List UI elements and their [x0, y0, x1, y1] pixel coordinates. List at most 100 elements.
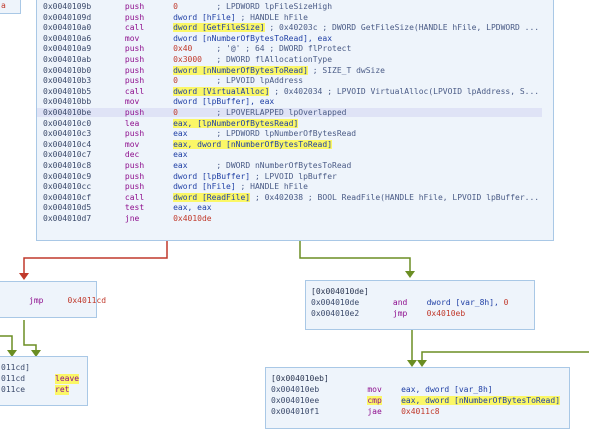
instruction-row[interactable]: 0x004010be push 0 ; LPOVERLAPPED lpOverl… [43, 108, 346, 118]
instruction-address: 0x004010d5 [43, 203, 92, 213]
operand[interactable]: eax [173, 161, 188, 170]
jmp-edge-right-arrowhead [407, 360, 417, 367]
comment: ; 0x402034 ; LPVOID VirtualAlloc(LPVOID … [269, 86, 540, 96]
jump-target[interactable]: 0x4011cd [67, 296, 107, 305]
mnemonic: push [124, 65, 145, 75]
comment: ; SIZE_T dwSize [307, 65, 385, 75]
comment: ; 0x40203c ; DWORD GetFileSize(HANDLE hF… [264, 23, 540, 33]
operand[interactable]: eax [173, 129, 188, 139]
operand[interactable]: eax, dword [nNumberOfBytesToRead] [401, 396, 561, 405]
mnemonic: push [124, 44, 145, 54]
operand[interactable]: 0x4010de [173, 214, 212, 223]
jmp-basic-block[interactable]: jmp 0x4011cd [0, 281, 106, 318]
false-branch-edge [23, 240, 168, 278]
instruction-row[interactable]: 0x004010c0 lea eax, [lpNumberOfBytesRead… [43, 118, 299, 129]
instruction-address: 0x004010a0 [43, 23, 92, 33]
operand[interactable]: eax, [lpNumberOfBytesRead] [173, 118, 299, 128]
operand[interactable]: eax, dword [var_8h] [401, 385, 493, 394]
comment: ; HANDLE hFile [235, 12, 308, 22]
instruction-row[interactable]: 0x004010b0 push dword [nNumberOfBytesToR… [43, 65, 385, 76]
selected-row-highlight [37, 108, 542, 117]
instruction-row[interactable]: 0x004010c9 push dword [lpBuffer] ; LPVOI… [43, 172, 337, 182]
operand[interactable]: 0 [173, 108, 178, 117]
block-0x004010de[interactable]: [0x004010de] 0x004010de and dword [var_8… [305, 280, 535, 330]
instruction-row[interactable]: 0x004010c3 push eax ; LPDWORD lpNumberOf… [43, 129, 356, 139]
operand[interactable]: 0 [503, 298, 509, 307]
operand[interactable]: dword [lpBuffer], eax [173, 97, 275, 107]
comment: ; LPVOID lpBuffer [250, 171, 337, 181]
mnemonic: push [124, 2, 145, 11]
operand[interactable]: 0x4011c8 [401, 407, 440, 416]
instruction-row[interactable]: 0x004010c4 mov eax, dword [nNumberOfByte… [43, 139, 333, 150]
instruction-row[interactable]: 0x004010eb mov eax, dword [var_8h] [271, 385, 493, 395]
operand[interactable]: dword [GetFileSize] [173, 23, 265, 33]
instruction-row[interactable]: 0x004010b3 push 0 ; LPVOID lpAddress [43, 76, 303, 86]
instruction-row[interactable]: 0x004010d5 test eax, eax [43, 203, 212, 213]
main-basic-block[interactable]: 0x0040109b push 0 ; LPDWORD lpFileSizeHi… [36, 0, 554, 241]
operand[interactable]: dword [var_8h], [426, 298, 504, 307]
operand[interactable]: dword [nNumberOfBytesToRead], eax [173, 33, 333, 43]
instruction-address: 0x004010c0 [43, 118, 92, 128]
instruction-row[interactable]: 0x0040109b push 0 ; LPDWORD lpFileSizeHi… [43, 2, 332, 12]
instruction-row[interactable]: 0x004010b5 call dword [VirtualAlloc] ; 0… [43, 86, 540, 97]
instruction-row[interactable]: 0x004010cf call dword [ReadFile] ; 0x402… [43, 192, 539, 203]
instruction-address: 0x004010be [43, 108, 92, 117]
operand[interactable]: dword [nNumberOfBytesToRead] [173, 65, 308, 75]
operand[interactable]: 0x40 [173, 44, 193, 54]
instruction-row[interactable]: 0x0040109d push dword [hFile] ; HANDLE h… [43, 13, 308, 23]
operand[interactable]: eax, eax [173, 203, 212, 213]
jmp-edge-left [23, 320, 37, 355]
instruction-row[interactable]: 0x004010a9 push 0x40 ; '@' ; 64 ; DWORD … [43, 44, 351, 54]
instruction-address: 0x004010bb [43, 97, 92, 107]
operand[interactable]: dword [VirtualAlloc] [173, 86, 270, 96]
operand[interactable]: 0 [173, 2, 178, 11]
operand[interactable]: dword [lpBuffer] [173, 171, 251, 181]
operand[interactable]: dword [ReadFile] [173, 192, 251, 202]
operand[interactable]: eax [173, 150, 188, 160]
true-branch-arrowhead [405, 271, 415, 278]
clipped-block-top-left[interactable]: a [0, 0, 21, 14]
mnemonic[interactable]: leave [55, 374, 80, 384]
instruction-address: 011cd] [1, 363, 30, 372]
instruction-row[interactable]: 0x004010bb mov dword [lpBuffer], eax [43, 97, 274, 107]
operand[interactable]: eax, dword [nNumberOfBytesToRead] [173, 139, 333, 149]
mnemonic: dec [124, 150, 140, 160]
instruction-row[interactable]: 0x004010a6 mov dword [nNumberOfBytesToRe… [43, 34, 332, 44]
operand[interactable]: dword [hFile] [173, 182, 236, 192]
comment: ; DWORD nNumberOfBytesToRead [187, 161, 352, 170]
mnemonic: call [124, 192, 145, 202]
mnemonic[interactable]: ret [55, 385, 70, 395]
instruction-address: 0x004010b0 [43, 65, 92, 75]
instruction-address: 0x004010ee [271, 396, 320, 405]
mnemonic: jne [124, 214, 140, 223]
instruction-row[interactable]: 0x004010ee cmp eax, dword [nNumberOfByte… [271, 396, 561, 406]
operand[interactable]: dword [hFile] [173, 12, 236, 22]
loop-back-arrowhead [417, 360, 427, 367]
mnemonic: call [124, 86, 145, 96]
instruction-row[interactable]: 0x004010c7 dec eax [43, 150, 188, 160]
instruction-row[interactable]: 0x004010f1 jae 0x4011c8 [271, 407, 440, 417]
operand[interactable]: 0x4010eb [426, 309, 466, 318]
instruction-address: 0x0040109b [43, 2, 92, 11]
mnemonic: jmp [392, 309, 408, 318]
block-0x004010eb[interactable]: [0x004010eb] 0x004010eb mov eax, dword [… [265, 367, 570, 429]
mnemonic: cmp [367, 396, 382, 405]
instruction-row[interactable]: jmp 0x4011cd [29, 296, 106, 306]
instruction-address: 0x004010cf [43, 192, 92, 202]
instruction-address: 011ce [1, 385, 26, 394]
instruction-row[interactable]: 0x004010cc push dword [hFile] ; HANDLE h… [43, 182, 308, 192]
instruction-row[interactable]: 0x004010e2 jmp 0x4010eb [311, 309, 465, 319]
mnemonic: call [124, 23, 145, 33]
instruction-row[interactable]: 0x004010de and dword [var_8h], 0 [311, 298, 509, 308]
operand[interactable]: 0x3000 [173, 55, 202, 64]
instruction-row[interactable]: 0x004010c8 push eax ; DWORD nNumberOfByt… [43, 161, 351, 171]
mnemonic: test [124, 203, 145, 213]
instruction-address: 0x0040109d [43, 12, 92, 22]
mnemonic: mov [124, 139, 140, 149]
instruction-row[interactable]: 0x004010ab push 0x3000 ; DWORD flAllocat… [43, 55, 332, 65]
instruction-row[interactable]: 0x004010a0 call dword [GetFileSize] ; 0x… [43, 23, 539, 33]
comment: ; '@' ; 64 ; DWORD flProtect [192, 44, 352, 54]
instruction-row[interactable]: 0x004010d7 jne 0x4010de [43, 214, 212, 224]
operand[interactable]: 0 [173, 76, 178, 86]
